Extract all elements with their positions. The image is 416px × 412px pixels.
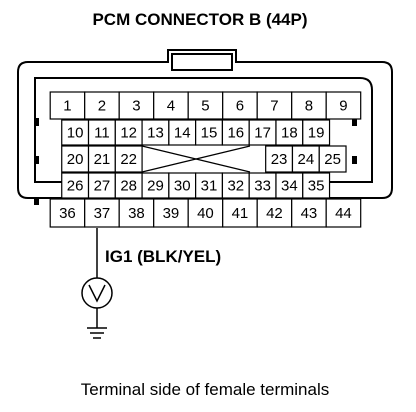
terminal-cell xyxy=(49,198,86,228)
terminal-number: 2 xyxy=(98,98,106,115)
terminal-number: 35 xyxy=(308,178,325,195)
terminal-cell xyxy=(141,119,170,146)
terminal-number: 18 xyxy=(281,125,298,142)
voltmeter-icon xyxy=(81,277,113,309)
terminal-cell xyxy=(291,91,327,120)
terminal-number: 11 xyxy=(94,125,110,142)
terminal-number: 26 xyxy=(67,178,84,195)
terminal-number: 3 xyxy=(132,98,140,115)
terminal-cell xyxy=(302,119,331,146)
terminal-number: 12 xyxy=(120,125,137,142)
terminal-number: 19 xyxy=(308,125,325,142)
terminal-cell xyxy=(168,119,197,146)
terminal-number: 24 xyxy=(298,151,315,168)
terminal-number: 44 xyxy=(335,205,352,222)
terminal-cell xyxy=(114,172,143,199)
terminal-number: 28 xyxy=(120,178,137,195)
terminal-cell xyxy=(195,119,224,146)
terminal-cell xyxy=(195,172,224,199)
terminal-number: 8 xyxy=(305,98,313,115)
terminal-cell xyxy=(84,91,120,120)
terminal-number: 30 xyxy=(174,178,191,195)
terminal-cell xyxy=(275,119,304,146)
terminal-number: 6 xyxy=(236,98,244,115)
terminal-cell xyxy=(84,198,120,228)
terminal-number: 40 xyxy=(197,205,214,222)
terminal-number: 9 xyxy=(339,98,347,115)
terminal-cell xyxy=(275,172,304,199)
terminal-cell xyxy=(248,119,277,146)
terminal-cell xyxy=(87,172,116,199)
terminal-number: 27 xyxy=(94,178,111,195)
terminal-number: 33 xyxy=(254,178,271,195)
terminal-number: 41 xyxy=(232,205,249,222)
terminal-number: 25 xyxy=(324,151,341,168)
diagram-title: PCM CONNECTOR B (44P) xyxy=(92,10,307,29)
terminal-number: 32 xyxy=(227,178,244,195)
terminal-number: 38 xyxy=(128,205,145,222)
terminal-cell xyxy=(141,172,170,199)
connector-housing xyxy=(17,49,393,199)
diagram-caption: Terminal side of female terminals xyxy=(81,380,329,399)
terminal-number: 1 xyxy=(63,98,71,115)
terminal-number: 5 xyxy=(201,98,209,115)
terminal-number: 4 xyxy=(167,98,175,115)
terminal-cell xyxy=(61,145,90,173)
terminal-cell xyxy=(318,145,347,173)
terminal-number: 21 xyxy=(94,151,111,168)
terminal-number: 13 xyxy=(147,125,164,142)
terminal-number: 39 xyxy=(163,205,180,222)
probe-label: IG1 (BLK/YEL) xyxy=(105,247,221,266)
terminal-cell xyxy=(153,198,189,228)
terminal-cell xyxy=(61,119,90,146)
terminal-number: 10 xyxy=(67,125,84,142)
terminal-cell xyxy=(221,119,250,146)
terminal-number: 23 xyxy=(271,151,288,168)
terminal-cell xyxy=(302,172,331,199)
terminal-cell xyxy=(325,198,362,228)
terminal-cell xyxy=(114,145,143,173)
terminal-cell xyxy=(49,91,86,120)
terminal-cell xyxy=(325,91,362,120)
terminal-number: 31 xyxy=(201,178,218,195)
terminal-number: 7 xyxy=(270,98,278,115)
probe-wire xyxy=(87,228,107,339)
terminal-cell xyxy=(248,172,277,199)
terminal-number: 20 xyxy=(67,151,84,168)
terminal-number: 29 xyxy=(147,178,164,195)
unused-terminal-area xyxy=(141,145,251,173)
terminal-number: 42 xyxy=(266,205,283,222)
terminal-number: 14 xyxy=(174,125,191,142)
terminal-number: 22 xyxy=(120,151,137,168)
terminal-number: 17 xyxy=(254,125,271,142)
terminal-number: 15 xyxy=(201,125,218,142)
terminal-number: 16 xyxy=(227,125,244,142)
terminal-number: 43 xyxy=(301,205,318,222)
terminal-number: 36 xyxy=(59,205,76,222)
terminal-number: 37 xyxy=(94,205,111,222)
terminal-number: 34 xyxy=(281,178,298,195)
